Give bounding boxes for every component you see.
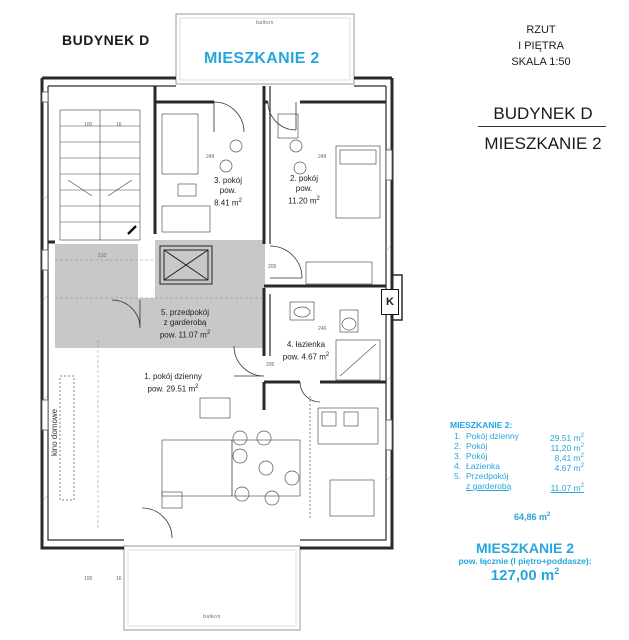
doors	[111, 101, 321, 539]
room-5-label: 5. przedpokój z garderobą pow. 11.07 m2	[140, 308, 230, 341]
room-1-name: 1. pokój dzienny	[144, 372, 202, 381]
legend-row: 2.Pokój 11,20 m2	[454, 441, 584, 453]
legend-title: MIESZKANIE 2:	[450, 420, 513, 430]
building-title: BUDYNEK D	[493, 104, 593, 123]
summary-total-area: 127,00 m2	[490, 566, 560, 584]
room-5-area: pow. 11.07 m2	[159, 330, 211, 340]
dim-249a: 249	[206, 154, 215, 160]
bathroom-fixtures	[289, 301, 381, 381]
chimney-k-label: K	[381, 289, 399, 315]
room-4-area: pow. 4.67 m2	[282, 352, 330, 362]
legend-row: 4.Łazienka 4.67 m2	[454, 461, 584, 473]
rzut-label: RZUT	[526, 24, 556, 36]
corridor-left	[55, 244, 138, 298]
dim-249b: 249	[318, 154, 327, 160]
room-1-label: 1. pokój dzienny pow. 29.51 m2	[118, 372, 228, 395]
hallway-upper	[155, 240, 265, 300]
legend-row: z garderobą 11.07 m2	[466, 481, 584, 493]
room-2-pow: pow.	[295, 184, 313, 193]
room-5-name: 5. przedpokój	[160, 308, 210, 317]
dim-246: 246	[318, 326, 327, 332]
room-3-label: 3. pokój pow. 8.41 m2	[196, 176, 260, 209]
furniture-living	[59, 375, 379, 520]
hallway	[55, 298, 265, 348]
room-4-label: 4. łazienka pow. 4.67 m2	[272, 340, 340, 363]
title-divider	[478, 126, 606, 127]
room-3-area: 8.41 m2	[214, 198, 242, 208]
room-3-pow: pow.	[219, 186, 237, 195]
apartment-title: MIESZKANIE 2	[484, 134, 602, 153]
outer-walls	[40, 76, 403, 550]
furniture-room3	[161, 113, 243, 233]
apartment-heading: MIESZKANIE 2	[204, 50, 320, 67]
legend-total: 64,86 m2	[514, 512, 551, 522]
room-2-label: 2. pokój pow. 11.20 m2	[272, 174, 336, 207]
room-1-area: pow. 29.51 m2	[147, 384, 199, 394]
staircase	[59, 109, 141, 241]
summary-apartment: MIESZKANIE 2	[475, 540, 574, 556]
home-theater-label: kino domowe	[50, 408, 59, 456]
room-3-name: 3. pokój	[213, 176, 243, 185]
dim-16b: 16	[116, 576, 122, 582]
interior-walls	[48, 86, 386, 410]
balcony-top-label: balkon	[256, 20, 274, 26]
legend-row: 3.Pokój 8,41 m2	[454, 451, 584, 463]
dim-205a: 205	[268, 264, 277, 270]
summary-description: pow. łącznie (I piętro+poddasze):	[458, 556, 592, 566]
dimensions: 249 249 210 205 246 205 100 16 100 16	[84, 122, 327, 582]
room-5-sub: z garderobą	[163, 318, 207, 327]
room-2-name: 2. pokój	[289, 174, 319, 183]
furniture-room2	[277, 113, 381, 285]
dim-205b: 205	[266, 362, 275, 368]
balcony-bottom	[123, 545, 301, 631]
area-legend: MIESZKANIE 2: 1.Pokój dzienny 29.51 m2 2…	[450, 420, 620, 493]
dim-210: 210	[98, 253, 107, 259]
windows	[41, 91, 393, 451]
scale-label: SKALA 1:50	[511, 56, 571, 68]
building-label: BUDYNEK D	[62, 32, 150, 48]
room-2-area: 11.20 m2	[288, 196, 320, 206]
room-4-name: 4. łazienka	[286, 340, 326, 349]
legend-row: 5.Przedpokój	[454, 471, 509, 481]
shaft	[159, 245, 213, 285]
floor-label: I PIĘTRA	[518, 40, 564, 52]
dim-16: 16	[116, 122, 122, 128]
dim-100b: 100	[84, 576, 93, 582]
balcony-top	[175, 13, 355, 85]
dim-100: 100	[84, 122, 93, 128]
balcony-bottom-label: balkon	[203, 614, 221, 620]
plan-caption: RZUT I PIĘTRA SKALA 1:50	[500, 22, 582, 70]
legend-row: 1.Pokój dzienny 29.51 m2	[454, 431, 584, 443]
